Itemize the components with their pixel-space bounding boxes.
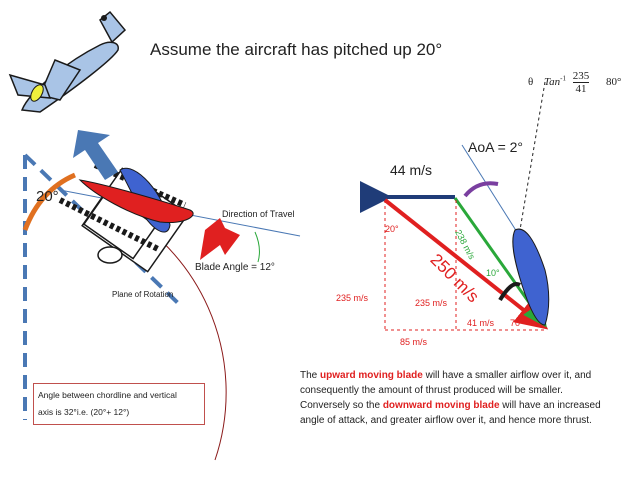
aoa-arc [463, 181, 499, 198]
plane-of-rotation-line [23, 153, 182, 420]
explanation-p1-pre: The [300, 370, 321, 381]
blade-angle-label: Blade Angle = 12° [195, 262, 275, 273]
angle-20-label: 20° [36, 188, 59, 205]
tan-function: Tan [544, 76, 561, 89]
aoa-label: AoA = 2° [468, 139, 524, 155]
page-title: Assume the aircraft has pitched up 20° [150, 40, 443, 59]
formula-fraction: 235 41 [572, 70, 590, 95]
speed-41-label: 41 m/s [467, 318, 495, 328]
angle-20-small-label: 20° [385, 224, 399, 234]
formula-denominator: 41 [575, 83, 587, 95]
formula-numerator: 235 [572, 70, 590, 83]
angle-20-arc [22, 172, 77, 231]
formula-result: 80° [605, 76, 622, 89]
blue-arrow-icon [73, 130, 118, 180]
airfoil-blade-icon [512, 228, 550, 326]
angle-reference-line [519, 81, 546, 231]
chord-line [461, 144, 523, 241]
explanation-text: The upward moving blade will have a smal… [300, 368, 610, 428]
theta-symbol: θ [528, 76, 534, 89]
explanation-p2-post: will have an increased angle of attack, … [300, 400, 601, 426]
plane-of-rotation-label: Plane of Rotation [112, 290, 174, 299]
note-line-2: axis is 32°i.e. (20°+ 12°) [38, 407, 130, 417]
blade-angle-arc [254, 231, 260, 263]
speed-44-label: 44 m/s [390, 162, 433, 178]
explanation-p1-post: will have a smaller airflow over it, and… [300, 370, 592, 396]
downward-blade-highlight: downward moving blade [382, 400, 500, 411]
tan-power: -1 [560, 74, 566, 83]
red-blade-icon [78, 179, 194, 224]
direction-of-travel-label: Direction of Travel [222, 209, 295, 219]
angle-70-label: 70° [510, 318, 524, 328]
speed-235-left-label: 235 m/s [336, 293, 369, 303]
vector-250 [383, 198, 549, 330]
note-line-1: Angle between chordline and vertical [38, 390, 177, 400]
red-arrow-icon [200, 218, 240, 260]
speed-85-label: 85 m/s [400, 337, 428, 347]
angle-70-arc [498, 282, 522, 302]
note-box: Angle between chordline and vertical axi… [33, 383, 205, 425]
tan-formula: θ Tan-1 235 41 80° [528, 70, 621, 95]
upward-blade-highlight: upward moving blade [320, 370, 423, 381]
angle-10-label: 10° [486, 268, 500, 278]
speed-235-mid-label: 235 m/s [415, 298, 448, 308]
explanation-p2-pre: Conversely so the [300, 400, 383, 411]
airplane-icon [8, 10, 127, 113]
